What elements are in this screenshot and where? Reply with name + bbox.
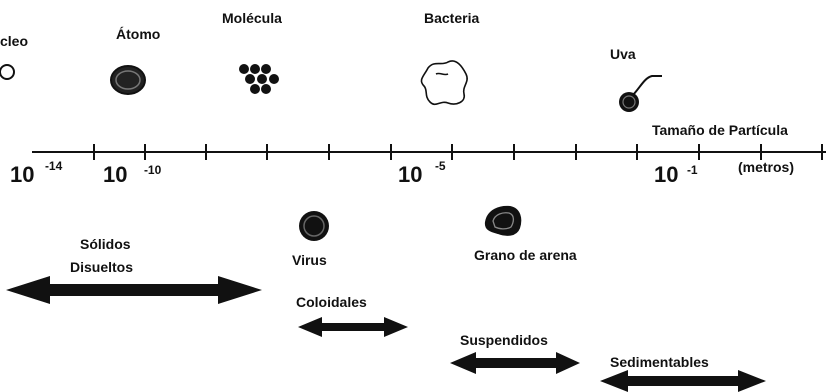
tick-label-1e-1: 10 -1 — [654, 162, 694, 188]
suspendidos-label: Suspendidos — [460, 332, 548, 348]
grape-icon — [619, 76, 662, 112]
sand-grain-label: Grano de arena — [474, 247, 577, 263]
axis-unit: (metros) — [738, 159, 794, 175]
coloidales-arrow — [298, 317, 408, 337]
tick-label-1e-5: 10 -5 — [398, 162, 438, 188]
grape-label: Uva — [610, 46, 636, 62]
bacteria-icon — [421, 61, 467, 104]
sedimentables-arrow — [600, 370, 766, 392]
virus-icon — [299, 211, 329, 241]
axis-title: Tamaño de Partícula — [652, 122, 788, 138]
molecule-icon — [239, 64, 279, 94]
sand-grain-icon — [486, 207, 520, 235]
sedimentables-label: Sedimentables — [610, 354, 709, 370]
solidos-disueltos-arrow — [6, 276, 262, 304]
nucleus-icon — [0, 65, 14, 79]
virus-label: Virus — [292, 252, 327, 268]
atom-icon — [111, 66, 145, 94]
suspendidos-arrow — [450, 352, 580, 374]
solidos-label: Sólidos — [80, 236, 131, 252]
tick-label-1e-14: 10 -14 — [10, 162, 56, 188]
bacteria-label: Bacteria — [424, 10, 479, 26]
molecule-label: Molécula — [222, 10, 282, 26]
disueltos-label: Disueltos — [70, 259, 133, 275]
atom-label: Átomo — [116, 26, 160, 42]
tick-label-1e-10: 10 -10 — [103, 162, 149, 188]
nucleus-label: cleo — [0, 33, 28, 49]
coloidales-label: Coloidales — [296, 294, 367, 310]
